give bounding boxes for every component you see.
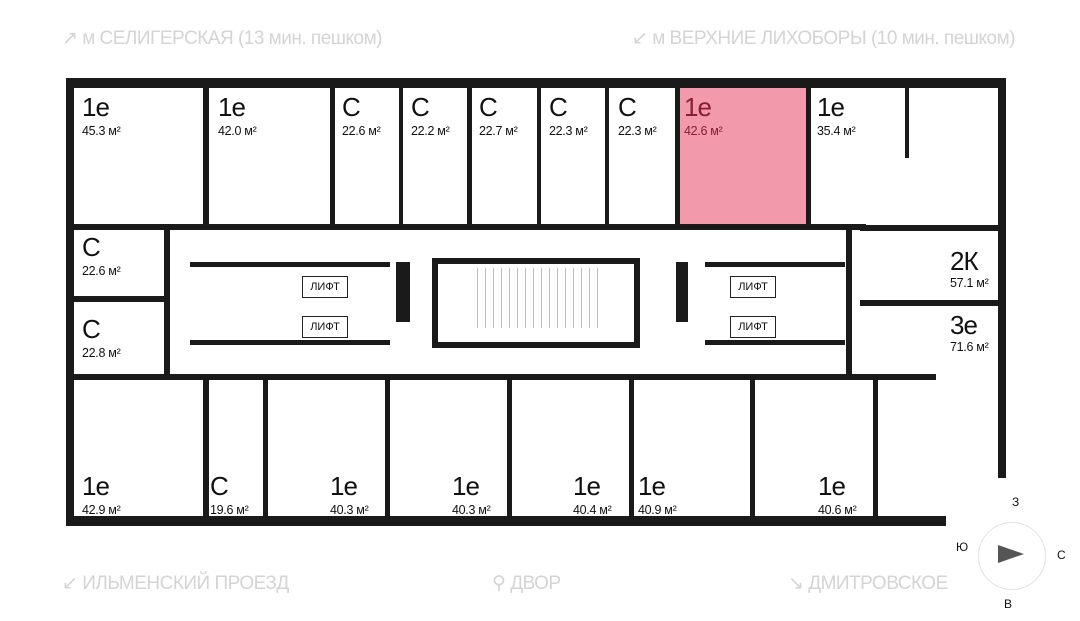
lift: ЛИФТ <box>302 276 348 298</box>
wall <box>467 78 472 228</box>
unit-area: 42.0 м² <box>218 124 257 138</box>
unit-area: 57.1 м² <box>950 276 989 290</box>
compass-arrow-icon <box>998 545 1024 563</box>
unit-area: 22.6 м² <box>82 264 121 278</box>
unit-area: 42.9 м² <box>82 503 121 517</box>
compass-circle <box>978 522 1046 590</box>
unit-area: 42.6 м² <box>684 124 723 138</box>
courtyard-label: ДВОР <box>510 573 561 594</box>
wall <box>629 380 634 520</box>
unit-type: 1е <box>684 92 712 122</box>
unit-type: С <box>210 471 229 501</box>
wall <box>164 228 170 378</box>
unit-area: 40.9 м² <box>638 503 677 517</box>
unit-area: 71.6 м² <box>950 340 989 354</box>
wall <box>66 224 866 230</box>
wall <box>507 380 512 520</box>
unit-type: С <box>82 314 101 344</box>
unit-type: С <box>479 92 498 122</box>
unit-type: 1е <box>818 471 846 501</box>
compass-east: В <box>1004 597 1013 611</box>
direction-courtyard: ⚲ ДВОР <box>492 572 561 595</box>
unit-type: 1е <box>218 92 246 122</box>
staircase <box>470 268 600 328</box>
unit-area: 35.4 м² <box>817 124 856 138</box>
unit-type: 1е <box>82 471 110 501</box>
direction-seligerskaya: ↗ м СЕЛИГЕРСКАЯ (13 мин. пешком) <box>62 28 383 49</box>
unit-area: 45.3 м² <box>82 124 121 138</box>
wall <box>66 78 1006 88</box>
unit-area: 22.3 м² <box>549 124 588 138</box>
wall <box>190 262 390 267</box>
unit-area: 19.6 м² <box>210 503 249 517</box>
wall <box>846 225 852 375</box>
direction-ilmensky: ↙ ИЛЬМЕНСКИЙ ПРОЕЗД <box>62 573 289 594</box>
compass-west: З <box>1012 495 1020 509</box>
wall <box>905 78 909 158</box>
wall <box>432 258 438 348</box>
unit-area: 40.6 м² <box>818 503 857 517</box>
shaft <box>676 262 688 322</box>
unit-type: 3е <box>950 310 978 340</box>
wall <box>860 300 1000 306</box>
shaft <box>396 262 410 322</box>
unit-area: 22.6 м² <box>342 124 381 138</box>
wall <box>66 78 74 526</box>
wall <box>750 380 755 520</box>
lift: ЛИФТ <box>730 276 776 298</box>
courtyard-icon: ⚲ <box>492 573 511 594</box>
wall <box>675 78 680 228</box>
wall <box>432 258 640 264</box>
lift: ЛИФТ <box>302 316 348 338</box>
wall <box>399 78 403 228</box>
unit-type: 1е <box>573 471 601 501</box>
unit-type: 2К <box>950 246 979 276</box>
wall <box>203 380 209 520</box>
compass-south: Ю <box>956 540 969 554</box>
wall <box>432 342 640 348</box>
unit-area: 22.3 м² <box>618 124 657 138</box>
unit-area: 40.4 м² <box>573 503 612 517</box>
wall <box>66 374 936 380</box>
unit-type: 1е <box>330 471 358 501</box>
unit-area: 22.7 м² <box>479 124 518 138</box>
wall <box>605 78 609 228</box>
wall <box>998 78 1006 478</box>
wall <box>385 380 390 520</box>
wall <box>705 262 845 267</box>
unit-type: 1е <box>82 92 110 122</box>
unit-area: 22.2 м² <box>411 124 450 138</box>
wall <box>634 258 640 348</box>
wall <box>537 78 541 228</box>
unit-type: 1е <box>638 471 666 501</box>
compass-north: С <box>1057 548 1066 562</box>
unit-area: 40.3 м² <box>330 503 369 517</box>
wall <box>190 340 390 345</box>
unit-area: 22.8 м² <box>82 346 121 360</box>
unit-type: 1е <box>817 92 845 122</box>
selected-unit-highlight[interactable] <box>679 88 806 228</box>
direction-dmitrovskoe: ↘ ДМИТРОВСКОЕ <box>788 573 948 594</box>
lift: ЛИФТ <box>730 316 776 338</box>
unit-area: 40.3 м² <box>452 503 491 517</box>
wall <box>203 78 209 228</box>
wall <box>873 380 878 520</box>
wall <box>806 78 811 228</box>
unit-type: С <box>411 92 430 122</box>
unit-type: С <box>618 92 637 122</box>
wall <box>66 516 946 526</box>
unit-type: 1е <box>452 471 480 501</box>
direction-verkhnie-likhobory: ↙ м ВЕРХНИЕ ЛИХОБОРЫ (10 мин. пешком) <box>632 28 1016 49</box>
wall <box>66 296 166 302</box>
wall <box>330 78 335 228</box>
wall <box>705 340 845 345</box>
unit-type: С <box>342 92 361 122</box>
unit-type: С <box>549 92 568 122</box>
wall <box>860 225 1000 231</box>
unit-type: С <box>82 232 101 262</box>
wall <box>263 380 268 520</box>
